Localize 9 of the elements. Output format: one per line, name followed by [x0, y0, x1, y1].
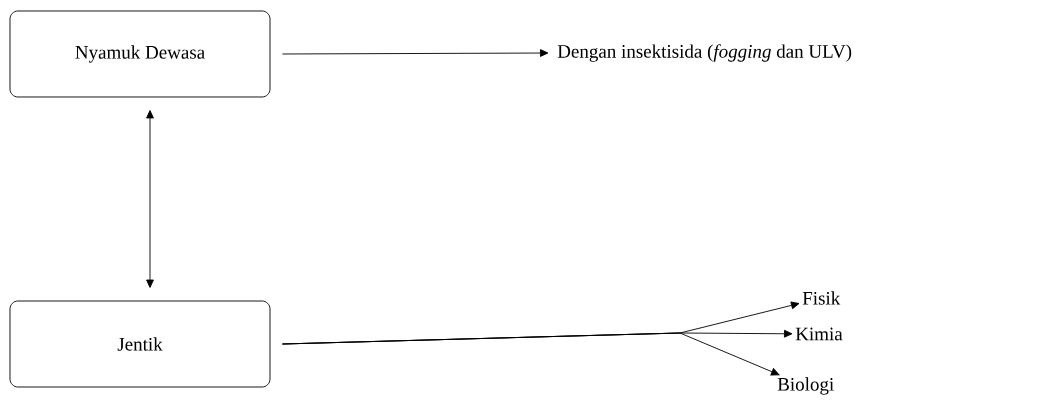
process-box: Nyamuk Dewasa [9, 10, 271, 98]
text-label: Kimia [795, 327, 843, 341]
process-box: Jentik [9, 300, 271, 388]
text-label: Biologi [777, 377, 834, 395]
text-label: Fisik [802, 291, 841, 305]
arrow [282, 49, 549, 57]
text-label: Dengan insektisida (fogging dan ULV) [557, 44, 852, 62]
arrow [282, 332, 780, 376]
arrow [146, 110, 154, 288]
